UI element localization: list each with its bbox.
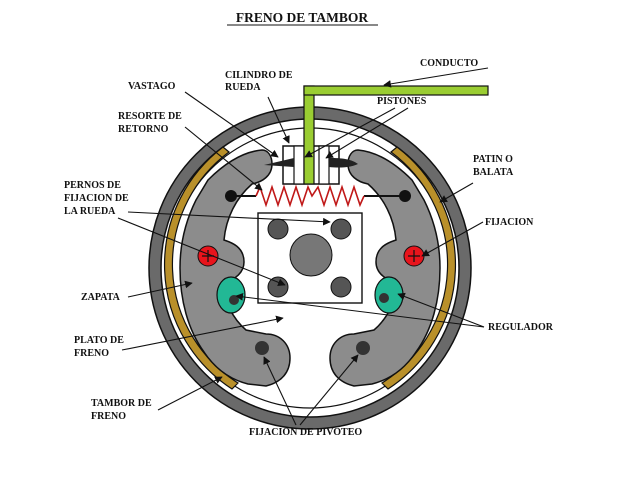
- spring-anchor-left: [225, 190, 237, 202]
- label-pernos-line2: FIJACION DE: [64, 193, 129, 204]
- leader-pivoteo-left: [263, 356, 297, 426]
- label-resorte-line2: RETORNO: [118, 124, 169, 135]
- label-plato-line2: FRENO: [74, 348, 109, 359]
- label-zapata: ZAPATA: [81, 292, 121, 303]
- adjuster-right: [374, 276, 404, 314]
- leader-cilindro: [267, 96, 290, 144]
- leader-resorte: [184, 126, 263, 191]
- leader-pistones-a: [304, 107, 396, 158]
- label-patin-line2: BALATA: [473, 167, 514, 178]
- brake-line-vertical: [303, 85, 315, 185]
- label-pernos-line3: LA RUEDA: [64, 206, 116, 217]
- brake-line-horizontal: [303, 85, 489, 96]
- right-brake-lining: [381, 146, 456, 390]
- spring-anchor-right: [399, 190, 411, 202]
- label-cilindro-line1: CILINDRO DE: [225, 70, 293, 81]
- label-resorte-line1: RESORTE DE: [118, 111, 182, 122]
- label-tambor-line2: FRENO: [91, 411, 126, 422]
- piston-left: [293, 145, 305, 185]
- label-pivoteo: FIJACION DE PIVOTEO: [249, 427, 362, 438]
- right-brake-shoe: [329, 149, 441, 387]
- adjuster-right-bolt: [379, 293, 389, 303]
- diagram-title: FRENO DE TAMBOR: [236, 10, 369, 25]
- adjuster-left: [216, 276, 246, 314]
- label-vastago: VASTAGO: [128, 81, 176, 92]
- hub-center: [289, 233, 333, 277]
- leader-regulador-left: [235, 293, 485, 328]
- label-conducto: CONDUCTO: [420, 58, 478, 69]
- leader-tambor: [157, 376, 223, 411]
- label-pistones: PISTONES: [377, 96, 427, 107]
- wheel-stud: [267, 276, 289, 298]
- label-plato-line1: PLATO DE: [74, 335, 124, 346]
- return-spring: [255, 184, 365, 208]
- wheel-stud: [330, 218, 352, 240]
- leader-patin: [439, 182, 474, 203]
- label-regulador: REGULADOR: [488, 322, 554, 333]
- leader-plato: [121, 315, 284, 351]
- push-rod-right: [329, 158, 358, 168]
- leader-pivoteo-right: [299, 354, 359, 426]
- piston-right: [318, 145, 330, 185]
- wheel-stud: [267, 218, 289, 240]
- label-cilindro-line2: RUEDA: [225, 82, 261, 93]
- push-rod-left: [264, 158, 294, 167]
- pivot-pin-right: [356, 341, 370, 355]
- leader-pistones-b: [325, 107, 409, 159]
- label-tambor-line1: TAMBOR DE: [91, 398, 152, 409]
- label-pernos-line1: PERNOS DE: [64, 180, 121, 191]
- leader-conducto: [383, 67, 489, 88]
- label-fijacion: FIJACION: [485, 217, 534, 228]
- leader-regulador-right: [397, 292, 485, 328]
- leader-pernos-fixing: [117, 217, 286, 286]
- leader-vastago: [184, 91, 279, 158]
- leader-fijacion: [421, 221, 484, 257]
- leader-pernos-stud: [127, 211, 331, 226]
- fixing-pin-right-cross: [408, 250, 420, 262]
- label-patin-line1: PATIN O: [473, 154, 513, 165]
- wheel-stud: [330, 276, 352, 298]
- leader-zapata: [127, 280, 193, 298]
- pivot-pin-left: [255, 341, 269, 355]
- left-brake-shoe: [179, 149, 291, 387]
